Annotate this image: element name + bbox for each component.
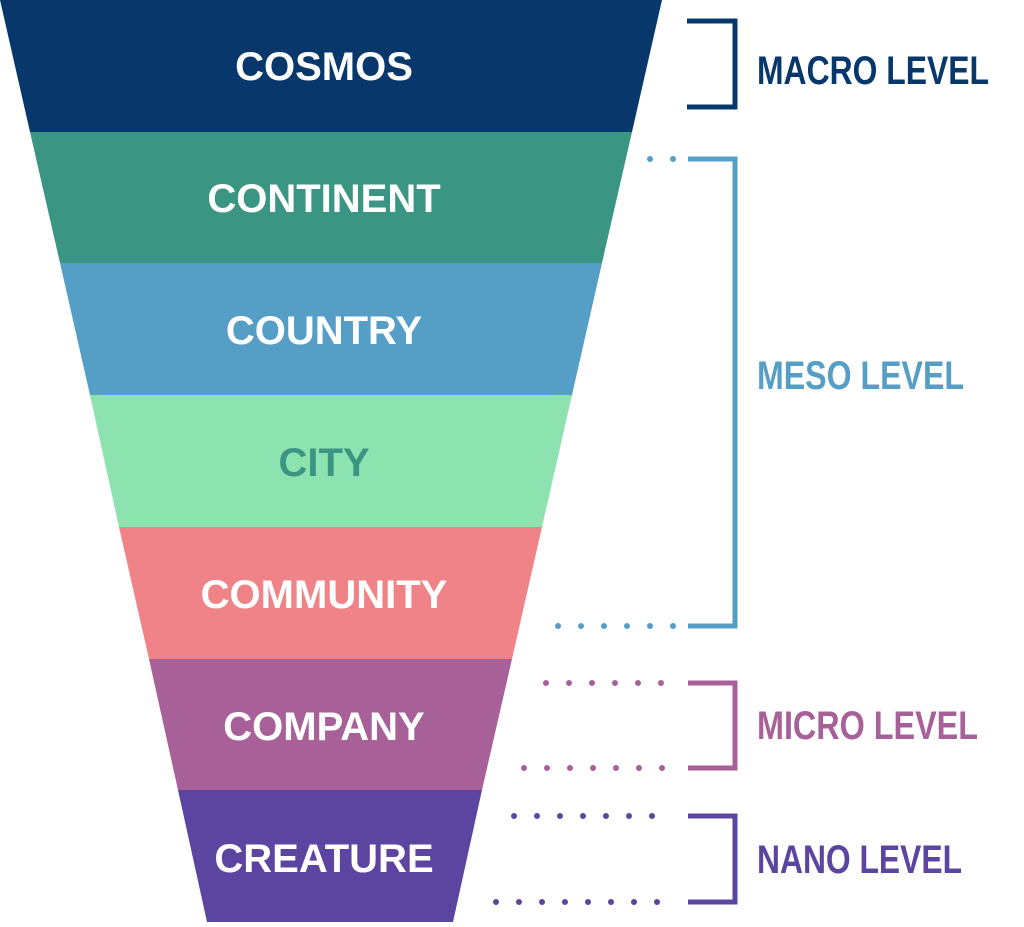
micro-level-label: MICRO LEVEL [757, 704, 978, 748]
tier-cosmos-label: COSMOS [235, 45, 413, 89]
meso-bracket [688, 156, 738, 629]
tier-creature [178, 790, 482, 922]
tier-country-label: COUNTRY [226, 309, 423, 353]
nano-level-label: NANO LEVEL [757, 838, 962, 882]
tier-city [90, 395, 572, 527]
funnel-tiers: COSMOS CONTINENT COUNTRY CITY COMMUNITY … [0, 0, 662, 922]
tier-continent-label: CONTINENT [207, 177, 440, 221]
level-brackets [493, 18, 738, 905]
macro-bracket [687, 18, 738, 110]
meso-level-label: MESO LEVEL [757, 354, 964, 398]
macro-level-label: MACRO LEVEL [757, 49, 989, 93]
level-labels: MACRO LEVEL MESO LEVEL MICRO LEVEL NANO … [757, 49, 989, 882]
tier-company-label: COMPANY [223, 705, 425, 749]
tier-cosmos [0, 0, 662, 132]
tier-country [60, 263, 602, 395]
tier-city-label: CITY [278, 441, 369, 485]
tier-community [119, 527, 542, 659]
tier-continent [30, 132, 632, 263]
micro-bracket [688, 680, 738, 771]
tier-company [149, 659, 512, 790]
nano-bracket [688, 813, 738, 905]
tier-community-label: COMMUNITY [201, 573, 448, 617]
tier-creature-label: CREATURE [214, 837, 433, 881]
